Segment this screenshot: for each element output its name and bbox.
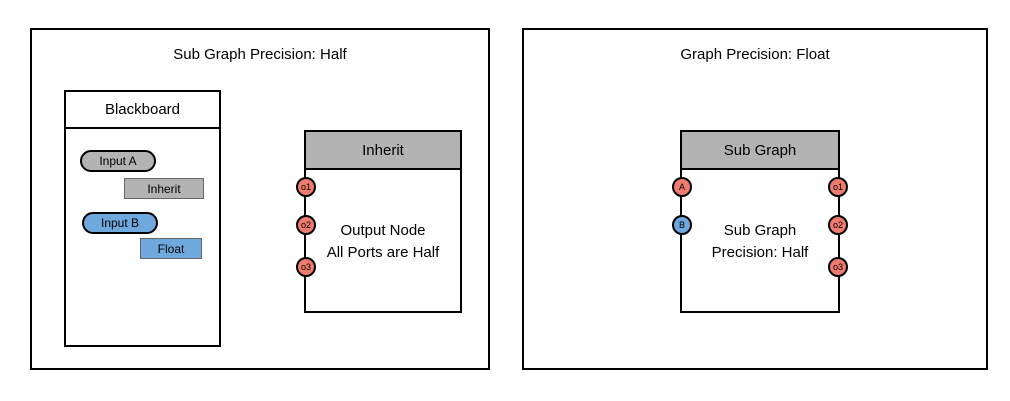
port-o3: o3 <box>828 257 848 277</box>
port-a: A <box>672 177 692 197</box>
output-node-body: Output Node All Ports are Half <box>306 172 460 311</box>
graph-panel: Graph Precision: Float Sub Graph Sub Gra… <box>522 28 988 370</box>
output-node-body-line2: All Ports are Half <box>326 243 440 261</box>
output-node-header: Inherit <box>306 132 460 170</box>
subgraph-node-body-line1: Sub Graph <box>723 221 797 239</box>
graph-panel-title: Graph Precision: Float <box>680 46 830 63</box>
blackboard-box: Blackboard Input A Inherit Input B Float <box>64 90 221 347</box>
output-node-body-line1: Output Node <box>340 221 426 239</box>
input-b-precision-tag: Float <box>140 238 202 259</box>
subgraph-node-body-line2: Precision: Half <box>711 243 809 261</box>
port-o3: o3 <box>296 257 316 277</box>
output-node: Inherit Output Node All Ports are Half o… <box>296 130 462 313</box>
port-o1: o1 <box>296 177 316 197</box>
port-o2: o2 <box>296 215 316 235</box>
port-o2: o2 <box>828 215 848 235</box>
port-b: B <box>672 215 692 235</box>
input-b-pill: Input B <box>82 212 158 234</box>
subgraph-node: Sub Graph Sub Graph Precision: Half A B … <box>672 130 848 313</box>
blackboard-title: Blackboard <box>66 92 219 129</box>
subgraph-panel-title: Sub Graph Precision: Half <box>173 46 347 63</box>
port-o1: o1 <box>828 177 848 197</box>
input-a-pill: Input A <box>80 150 156 172</box>
subgraph-node-body: Sub Graph Precision: Half <box>682 172 838 311</box>
subgraph-panel: Sub Graph Precision: Half Blackboard Inp… <box>30 28 490 370</box>
subgraph-node-header: Sub Graph <box>682 132 838 170</box>
input-a-precision-tag: Inherit <box>124 178 204 199</box>
